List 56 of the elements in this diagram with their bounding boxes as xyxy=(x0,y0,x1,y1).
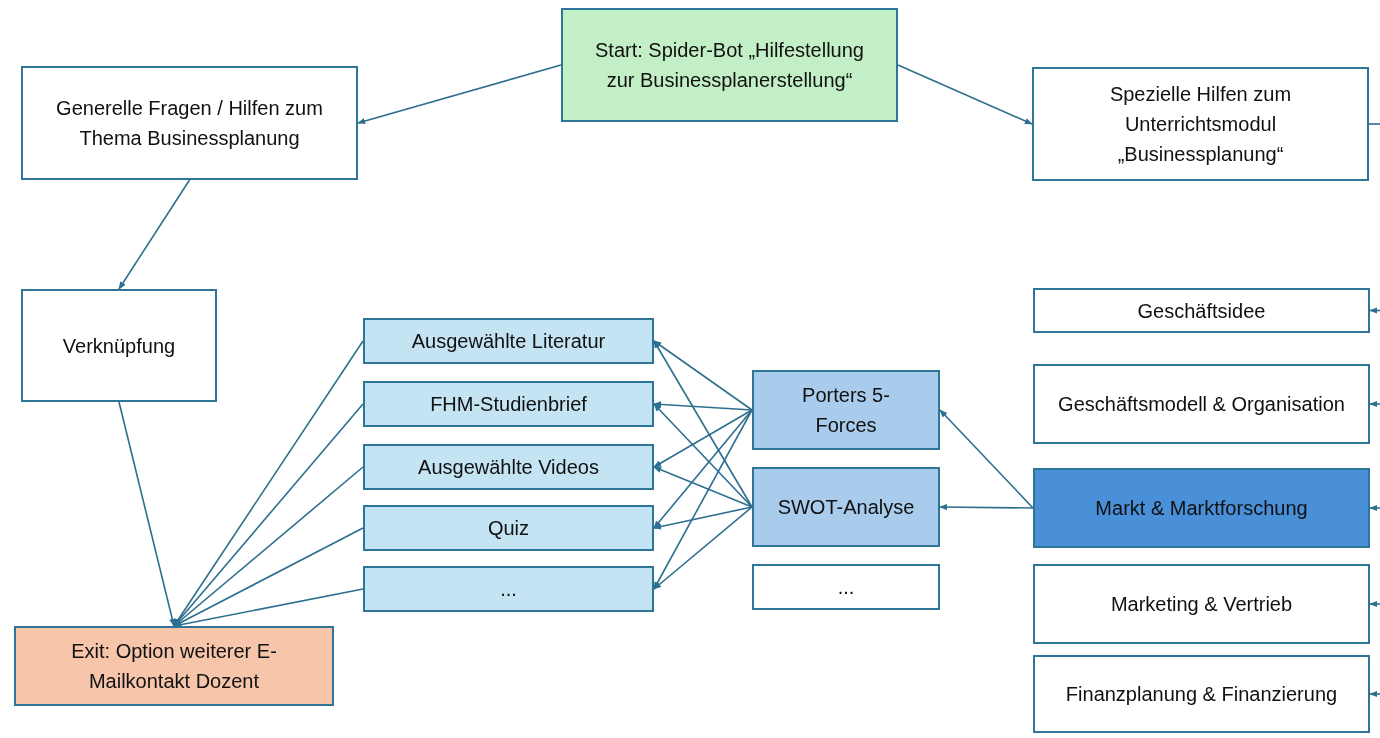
process-box xyxy=(1033,655,1370,733)
box-label: Finanzplanung & Finanzierung xyxy=(1065,682,1338,707)
arrow xyxy=(939,503,1034,511)
box-label: Geschäftsidee xyxy=(1137,298,1266,324)
arrow xyxy=(653,466,753,508)
box-label: Spezielle Hilfen zum Unterrichtsmodul „Businessplanung“ xyxy=(1108,82,1293,167)
arrow xyxy=(653,506,753,590)
arrow xyxy=(1369,690,1380,698)
process-box xyxy=(363,444,654,490)
box-label: Porters 5-Forces xyxy=(801,383,891,438)
arrow xyxy=(653,401,753,411)
box-label: Markt & Marktforschung xyxy=(1095,496,1308,521)
process-box xyxy=(363,318,654,364)
box-label: Exit: Option weiterer E-Mailkontakt Dozent xyxy=(70,639,278,694)
process-box xyxy=(363,566,654,612)
arrow xyxy=(118,401,176,627)
box-label: Marketing & Vertrieb xyxy=(1110,592,1293,617)
box-label: SWOT-Analyse xyxy=(777,495,915,520)
box-label: Verknüpfung xyxy=(62,333,176,359)
process-box xyxy=(21,289,217,402)
process-box xyxy=(752,564,940,610)
process-box xyxy=(1033,288,1370,333)
process-box xyxy=(561,8,898,122)
process-box xyxy=(21,66,358,180)
arrow xyxy=(357,64,562,125)
arrow xyxy=(653,409,753,468)
process-box xyxy=(1033,364,1370,444)
arrow xyxy=(653,409,753,529)
process-box xyxy=(1033,564,1370,644)
box-label: Start: Spider-Bot „Hilfestellung zur Businessplanerstellung“ xyxy=(594,38,865,93)
process-box xyxy=(363,381,654,427)
arrow xyxy=(653,340,753,411)
box-label: FHM-Studienbrief xyxy=(430,392,587,417)
arrow xyxy=(653,403,753,508)
process-box xyxy=(1032,67,1369,181)
arrow xyxy=(118,179,191,290)
arrow xyxy=(897,64,1033,125)
arrow xyxy=(173,340,364,627)
arrow xyxy=(1369,504,1380,512)
box-label: ... xyxy=(500,577,517,602)
process-box xyxy=(1033,468,1370,548)
box-label: Ausgewählte Videos xyxy=(418,455,599,480)
arrow xyxy=(939,409,1034,509)
arrow xyxy=(653,506,753,530)
box-label: Generelle Fragen / Hilfen zum Thema Businessplanung xyxy=(55,96,324,151)
process-box xyxy=(752,370,940,450)
arrow xyxy=(1369,600,1380,608)
arrow xyxy=(1369,400,1380,408)
arrow xyxy=(1369,307,1380,314)
process-box xyxy=(752,467,940,547)
box-label: Geschäftsmodell & Organisation xyxy=(1058,392,1345,417)
box-label: Ausgewählte Literatur xyxy=(411,329,606,354)
box-label: Quiz xyxy=(487,516,530,541)
process-box xyxy=(14,626,334,706)
process-box xyxy=(363,505,654,551)
box-label: ... xyxy=(837,575,855,600)
